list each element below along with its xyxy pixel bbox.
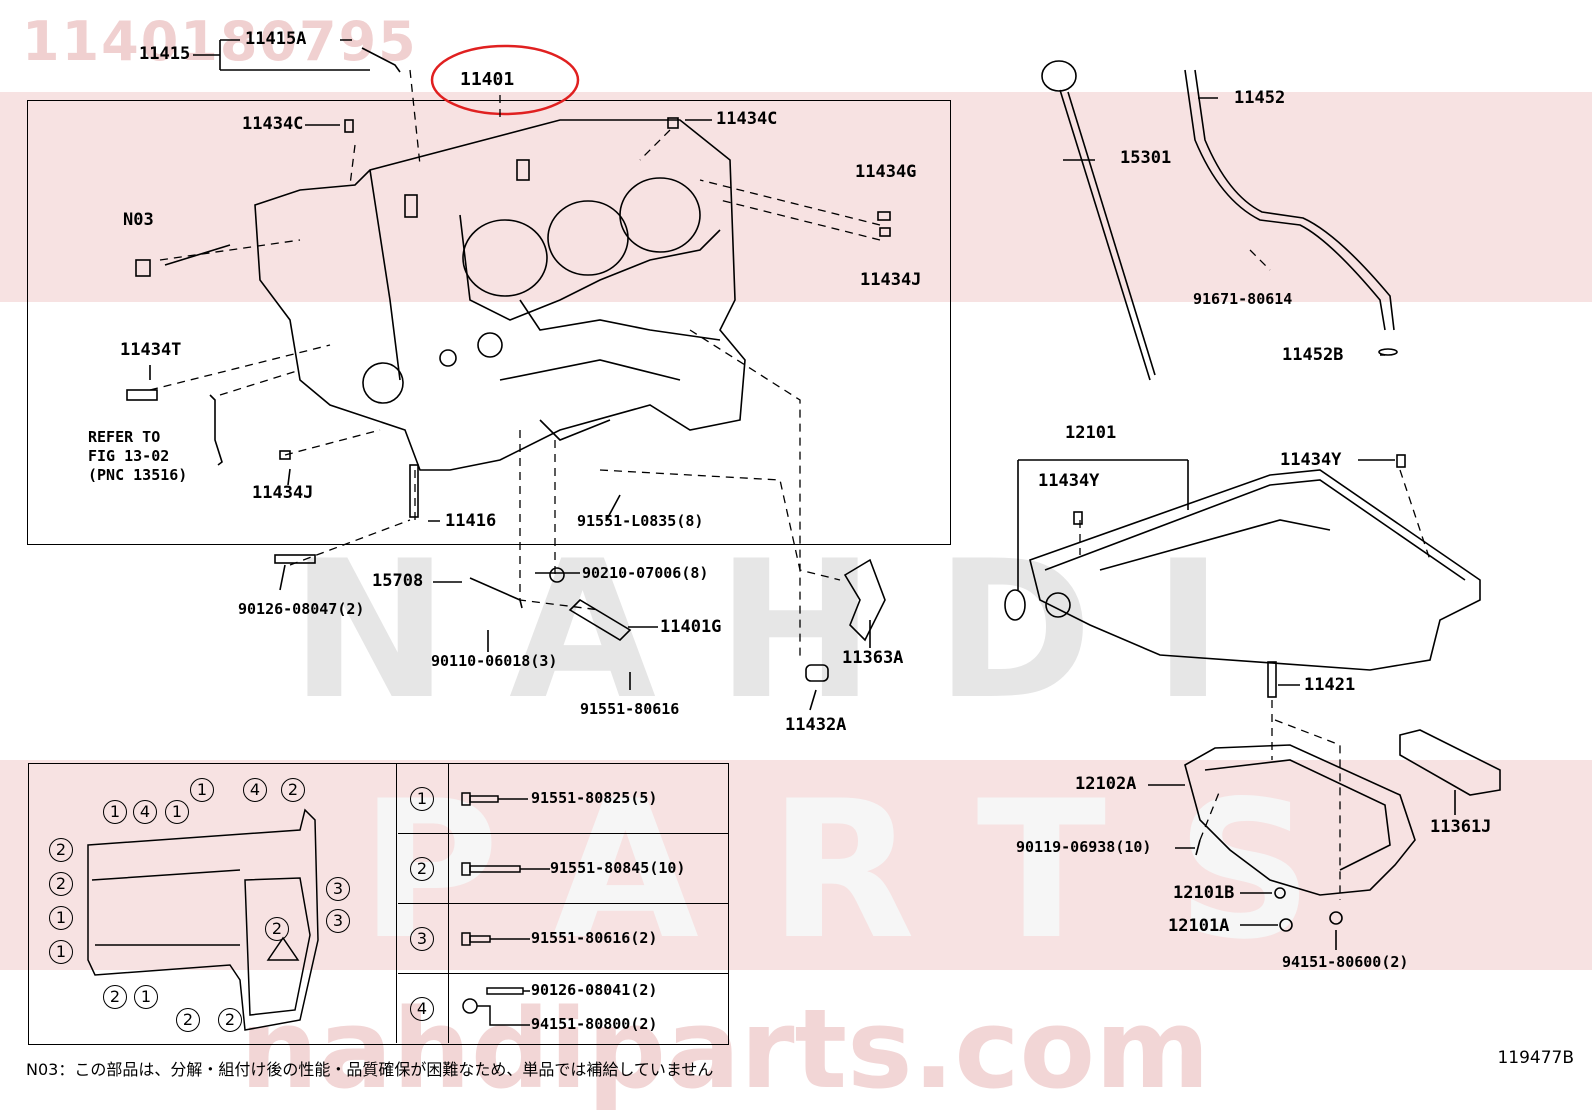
label-11434Y-left[interactable]: 11434Y — [1038, 471, 1100, 491]
lower-oil-pan — [1184, 744, 1416, 896]
label-11415A[interactable]: 11415A — [245, 29, 307, 49]
label-91671-80614[interactable]: 91671-80614 — [1193, 290, 1293, 308]
label-12101B[interactable]: 12101B — [1173, 883, 1235, 903]
pan-marker: 2 — [218, 1008, 242, 1032]
label-15708[interactable]: 15708 — [372, 571, 424, 591]
label-91551-80616[interactable]: 91551-80616 — [580, 700, 680, 718]
watermark-text: NAHDI — [290, 520, 1284, 741]
label-12102A[interactable]: 12102A — [1075, 774, 1137, 794]
legend-part-3[interactable]: 91551-80616(2) — [531, 929, 658, 947]
label-90210-07006[interactable]: 90210-07006(8) — [582, 564, 709, 582]
label-11434J-right[interactable]: 11434J — [860, 270, 922, 290]
label-90126-08047[interactable]: 90126-08047(2) — [238, 600, 365, 618]
pan-marker: 1 — [49, 940, 73, 964]
footnote: N03：この部品は、分解・組付け後の性能・品質確保が困難なため、単品では補給して… — [26, 1060, 714, 1079]
legend-table — [396, 763, 728, 1043]
watermark-url: nahdiparts.com — [240, 985, 1210, 1113]
watermark-band — [0, 92, 1592, 302]
pan-marker: 4 — [133, 800, 157, 824]
label-11452B[interactable]: 11452B — [1282, 345, 1344, 365]
dipstick — [1059, 89, 1151, 381]
label-11401G[interactable]: 11401G — [660, 617, 722, 637]
label-11434C-right[interactable]: 11434C — [716, 109, 778, 129]
pan-marker: 2 — [176, 1008, 200, 1032]
label-91551-L0835[interactable]: 91551-L0835(8) — [577, 512, 704, 530]
label-11401[interactable]: 11401 — [460, 69, 515, 90]
label-11363A[interactable]: 11363A — [842, 648, 904, 668]
label-94151-80600[interactable]: 94151-80600(2) — [1282, 953, 1409, 971]
dipstick-guide — [1184, 69, 1386, 331]
pan-marker: 2 — [265, 917, 289, 941]
label-11432A[interactable]: 11432A — [785, 715, 847, 735]
label-12101A[interactable]: 12101A — [1168, 916, 1230, 936]
pan-marker: 3 — [326, 909, 350, 933]
part-number-watermark: 1140180795 — [22, 10, 418, 73]
legend-part-1[interactable]: 91551-80825(5) — [531, 789, 658, 807]
pan-marker: 1 — [165, 800, 189, 824]
legend-row-line — [398, 973, 728, 974]
legend-row-line — [398, 903, 728, 904]
pan-marker: 1 — [49, 906, 73, 930]
label-11361J[interactable]: 11361J — [1430, 817, 1492, 837]
label-11434T[interactable]: 11434T — [120, 340, 182, 360]
pan-marker: 3 — [326, 877, 350, 901]
label-11421[interactable]: 11421 — [1304, 675, 1356, 695]
label-90110-06018[interactable]: 90110-06018(3) — [431, 652, 558, 670]
pan-marker: 4 — [243, 778, 267, 802]
legend-part-2[interactable]: 91551-80845(10) — [550, 859, 686, 877]
label-90119-06938[interactable]: 90119-06938(10) — [1016, 838, 1152, 856]
watermark-text: PARTS — [360, 760, 1384, 981]
label-11415[interactable]: 11415 — [139, 44, 191, 64]
figure-ref: 119477B — [1497, 1048, 1574, 1068]
legend-marker: 4 — [410, 997, 434, 1021]
legend-marker: 3 — [410, 927, 434, 951]
refer-note: REFER TO FIG 13-02 (PNC 13516) — [88, 428, 188, 484]
label-11416[interactable]: 11416 — [445, 511, 497, 531]
upper-oil-pan — [1029, 469, 1481, 671]
pan-marker: 1 — [190, 778, 214, 802]
label-12101[interactable]: 12101 — [1065, 423, 1117, 443]
label-N03[interactable]: N03 — [123, 210, 154, 230]
legend-part-4a[interactable]: 90126-08041(2) — [531, 981, 658, 999]
label-11434G[interactable]: 11434G — [855, 162, 917, 182]
label-11434Y-right[interactable]: 11434Y — [1280, 450, 1342, 470]
oil-pan-legend-frame — [28, 763, 729, 1045]
legend-part-4b[interactable]: 94151-80800(2) — [531, 1015, 658, 1033]
label-11452[interactable]: 11452 — [1234, 88, 1286, 108]
legend-row-line — [398, 833, 728, 834]
pan-marker: 1 — [103, 800, 127, 824]
label-15301[interactable]: 15301 — [1120, 148, 1172, 168]
highlight-ellipse — [430, 44, 580, 116]
legend-marker: 1 — [410, 787, 434, 811]
pan-marker: 2 — [103, 985, 127, 1009]
pan-marker: 2 — [49, 872, 73, 896]
pan-marker: 1 — [134, 985, 158, 1009]
pan-marker: 2 — [49, 838, 73, 862]
legend-marker: 2 — [410, 857, 434, 881]
label-11434J-left[interactable]: 11434J — [252, 483, 314, 503]
pan-marker: 2 — [281, 778, 305, 802]
engine-block-frame — [27, 100, 951, 545]
label-11434C-left[interactable]: 11434C — [242, 114, 304, 134]
engine-block — [254, 119, 746, 471]
